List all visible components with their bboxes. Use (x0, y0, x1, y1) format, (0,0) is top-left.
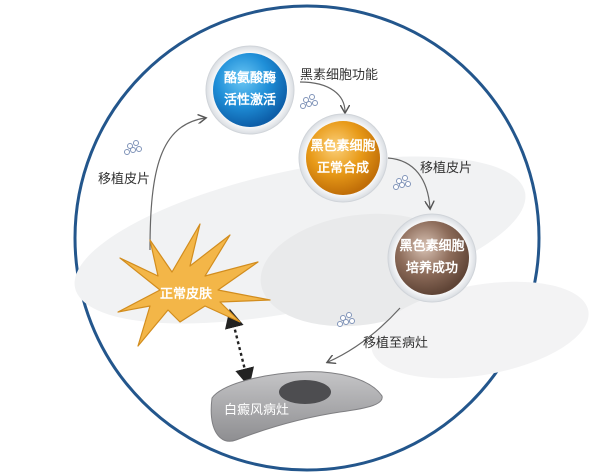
node-melanin-circle (306, 121, 380, 195)
arrow-skin-to-enzyme (149, 118, 205, 251)
node-melanin-line2: 正常合成 (316, 161, 369, 176)
vitiligo-lesion (210, 371, 383, 442)
node-melanin-line1: 黑色素细胞 (310, 139, 376, 154)
particle-cluster (393, 175, 411, 190)
label-graft-right: 移植皮片 (420, 161, 473, 176)
node-culture-line1: 黑色素细胞 (399, 239, 465, 254)
node-melanin-label: 黑色素细胞 正常合成 (298, 136, 388, 180)
node-enzyme-line1: 酪氨酸酶 (223, 71, 276, 86)
label-melanocyte-function: 黑素细胞功能 (300, 68, 379, 83)
arrow-melanin-to-culture (387, 157, 430, 208)
background-cell-shape (371, 281, 589, 379)
particle-cluster (300, 94, 318, 109)
node-enzyme-circle (213, 53, 287, 127)
particle-cluster (124, 140, 142, 155)
node-culture-label: 黑色素细胞 培养成功 (387, 236, 477, 280)
normal-skin-cell (117, 223, 271, 347)
arrow-enzyme-to-melanin (299, 81, 345, 112)
lesion-nucleus (279, 380, 331, 404)
label-vitiligo-lesion: 白癜风病灶 (224, 403, 290, 418)
dotted-arrow-skin-lesion (225, 308, 254, 388)
arrow-culture-to-lesion (328, 307, 401, 362)
particle-cluster (337, 312, 355, 327)
node-enzyme-line2: 活性激活 (223, 93, 276, 108)
node-enzyme-label: 酪氨酸酶 活性激活 (205, 68, 295, 112)
node-culture-line2: 培养成功 (405, 261, 458, 276)
label-graft-left: 移植皮片 (98, 172, 151, 187)
node-culture-circle (395, 221, 469, 295)
label-normal-skin: 正常皮肤 (160, 287, 213, 302)
label-transplant-to-lesion: 移植至病灶 (363, 336, 429, 351)
